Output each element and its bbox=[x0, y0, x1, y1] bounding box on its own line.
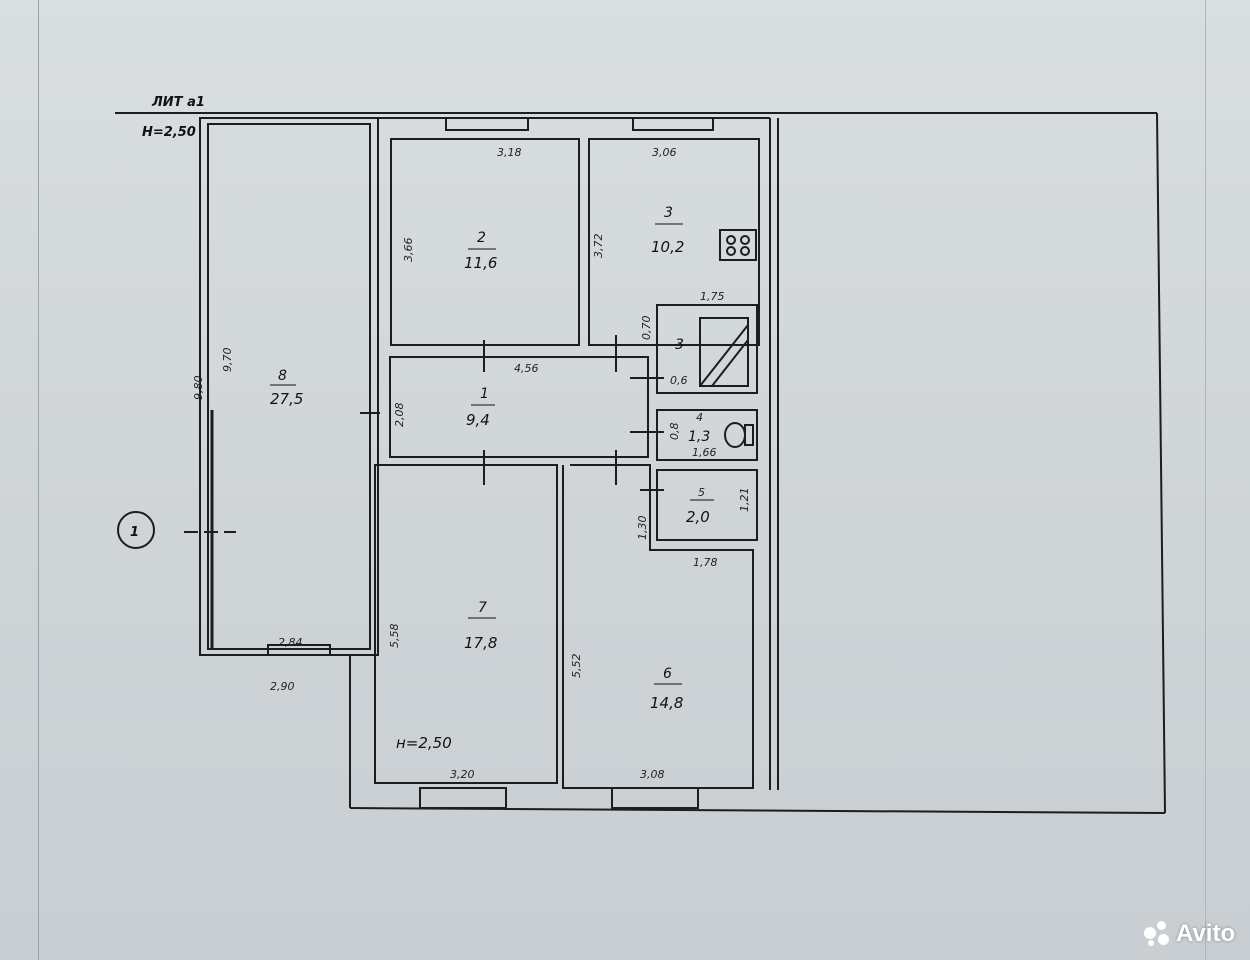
room-4-number: 4 bbox=[696, 411, 703, 424]
dim-372: 3,72 bbox=[592, 234, 605, 259]
dim-178: 1,78 bbox=[693, 556, 718, 569]
dim-130: 1,30 bbox=[636, 516, 649, 541]
avito-watermark: Avito bbox=[1144, 918, 1235, 950]
dim-284: 2,84 bbox=[278, 636, 303, 649]
window-room-7 bbox=[419, 787, 507, 809]
window-room-2 bbox=[445, 117, 529, 131]
stove-icon bbox=[719, 229, 757, 261]
window-room-8 bbox=[267, 644, 331, 656]
room-3-outline bbox=[588, 138, 760, 346]
dim-080: 0,8 bbox=[668, 423, 681, 441]
stove-burner-icon bbox=[740, 246, 750, 256]
room-7-number: 7 bbox=[478, 600, 487, 616]
room-8-number: 8 bbox=[278, 368, 287, 384]
window-room-3 bbox=[632, 117, 714, 131]
room-7-outline bbox=[374, 464, 558, 784]
room-3-area: 10,2 bbox=[651, 238, 684, 256]
dim-290: 2,90 bbox=[270, 680, 295, 693]
dim-320: 3,20 bbox=[450, 768, 475, 781]
dim-558: 5,58 bbox=[388, 624, 401, 649]
dim-306: 3,06 bbox=[652, 146, 677, 159]
room-2-area: 11,6 bbox=[464, 254, 497, 272]
window-room-6 bbox=[611, 787, 699, 809]
dim-166: 1,66 bbox=[692, 446, 717, 459]
room-3b-area: 0,6 bbox=[670, 374, 688, 387]
room-8-outline bbox=[199, 117, 379, 656]
dim-208: 2,08 bbox=[393, 403, 406, 428]
toilet-icon bbox=[724, 422, 746, 448]
dim-552: 5,52 bbox=[570, 654, 583, 679]
room-1-area: 9,4 bbox=[466, 411, 490, 429]
stove-burner-icon bbox=[726, 246, 736, 256]
room-1-outline bbox=[389, 356, 649, 458]
room-8-inner-outline bbox=[207, 123, 371, 650]
room-4-outline bbox=[656, 409, 758, 461]
room-6-number: 6 bbox=[663, 666, 672, 682]
room-5-outline bbox=[656, 469, 758, 541]
outer-right-line bbox=[1156, 112, 1166, 814]
room-5-area: 2,0 bbox=[686, 508, 710, 526]
bathtub-icon bbox=[699, 317, 749, 387]
height-label: Н=2,50 bbox=[142, 125, 196, 140]
dim-308: 3,08 bbox=[640, 768, 665, 781]
dim-175: 1,75 bbox=[700, 290, 725, 303]
room-2-number: 2 bbox=[477, 230, 486, 246]
dim-970: 9,70 bbox=[221, 348, 234, 373]
bathtub-diagonal bbox=[711, 339, 749, 387]
room-3b-number: 3 bbox=[675, 337, 684, 353]
room-7-height: н=2,50 bbox=[396, 734, 452, 752]
paper-edge-right bbox=[1205, 0, 1206, 960]
room-1-number: 1 bbox=[480, 386, 489, 402]
dim-980: 9,80 bbox=[192, 376, 205, 401]
dim-456: 4,56 bbox=[514, 362, 539, 375]
dim-366: 3,66 bbox=[402, 238, 415, 263]
lit-label: ЛИТ а1 bbox=[151, 95, 205, 110]
room-8-area: 27,5 bbox=[270, 390, 303, 408]
paper-edge-left bbox=[38, 0, 39, 960]
avito-logo-icon bbox=[1144, 921, 1170, 947]
room-6-area: 14,8 bbox=[650, 694, 683, 712]
stove-burner-icon bbox=[726, 235, 736, 245]
section-marker-label: 1 bbox=[130, 525, 139, 540]
room-3-number: 3 bbox=[664, 205, 673, 221]
room-7-area: 17,8 bbox=[464, 634, 497, 652]
dim-070: 0,70 bbox=[640, 316, 653, 341]
room-4-area: 1,3 bbox=[688, 429, 710, 445]
room-5-number: 5 bbox=[698, 486, 705, 499]
avito-watermark-text: Avito bbox=[1176, 920, 1236, 947]
dim-318: 3,18 bbox=[497, 146, 522, 159]
room-3b-outline bbox=[656, 304, 758, 394]
stove-burner-icon bbox=[740, 235, 750, 245]
toilet-tank-icon bbox=[744, 424, 754, 446]
room-6-outline bbox=[562, 464, 754, 789]
dim-121: 1,21 bbox=[738, 488, 751, 513]
bathtub-diagonal bbox=[699, 324, 749, 387]
section-marker-circle bbox=[117, 511, 155, 549]
